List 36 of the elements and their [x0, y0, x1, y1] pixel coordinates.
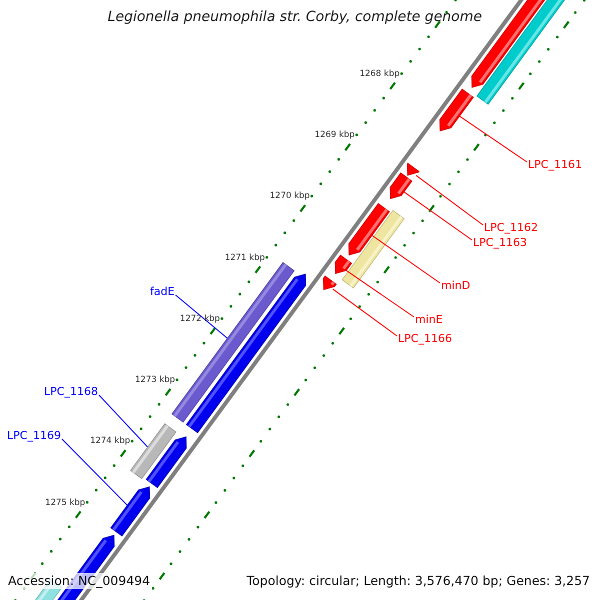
title: Legionella pneumophila str. Corby, complete genome — [108, 8, 482, 26]
gene-label: LPC_1168 — [44, 385, 98, 398]
gene-label: LPC_1161 — [528, 158, 582, 171]
leader-line — [416, 174, 484, 226]
scale-label: 1270 kbp — [270, 191, 310, 202]
gene-label: minD — [441, 279, 470, 292]
leader-line — [404, 191, 472, 240]
scale-label: 1269 kbp — [314, 130, 355, 140]
leader-line — [372, 234, 440, 284]
scale-label: 1273 kbp — [135, 375, 176, 386]
gene-bar — [130, 423, 176, 480]
scale-label: 1268 kbp — [360, 68, 400, 79]
gene-label: minE — [415, 313, 443, 326]
gene-label: fadE — [150, 285, 175, 298]
gene-feature — [390, 172, 412, 200]
scale-label: 1274 kbp — [90, 436, 130, 446]
gene-label: LPC_1166 — [398, 332, 452, 345]
gene-feature — [334, 254, 352, 274]
leader-line — [175, 294, 228, 339]
gene-label: LPC_1162 — [484, 221, 538, 234]
leader-line — [346, 270, 414, 318]
gene-feature — [323, 276, 337, 290]
leader-line — [98, 394, 148, 448]
leader-line — [61, 438, 128, 506]
scale-label: 1272 kbp — [180, 314, 220, 324]
genome-info-text: Topology: circular; Length: 3,576,470 bp; Genes: 3,257 — [244, 573, 592, 589]
accession-text: Accession: NC_009494 — [6, 573, 152, 589]
scale-label: 1275 kbp — [45, 498, 86, 508]
gene-label: LPC_1169 — [7, 429, 61, 442]
leader-line — [459, 116, 528, 162]
leader-line — [332, 288, 398, 336]
gene-feature — [406, 162, 420, 176]
gene-feature — [110, 486, 150, 536]
gene-label: LPC_1163 — [473, 236, 527, 249]
gene-feature — [439, 88, 474, 132]
gene-feature — [348, 203, 390, 256]
